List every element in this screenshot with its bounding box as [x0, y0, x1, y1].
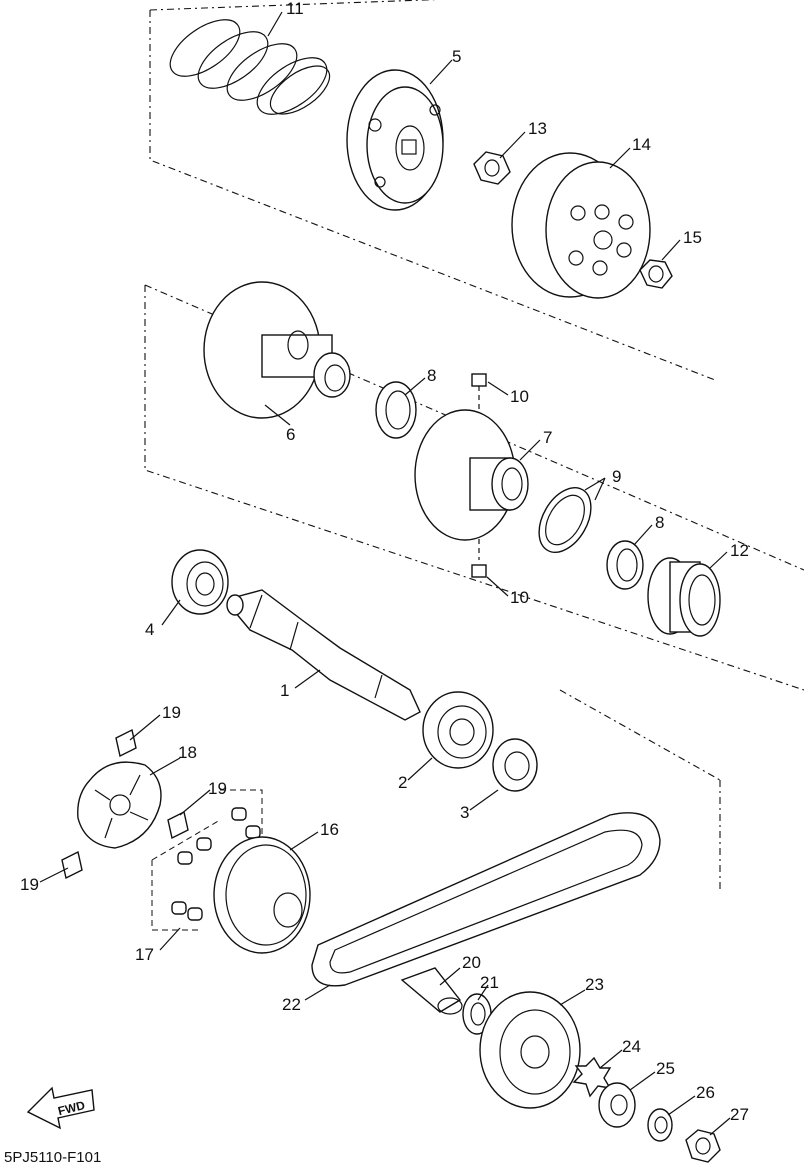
label-part-9: 9 — [612, 467, 621, 486]
label-part-4: 4 — [145, 620, 154, 639]
label-part-27: 27 — [730, 1105, 749, 1124]
slider-part-19-top — [115, 728, 137, 758]
label-part-19-left: 19 — [20, 875, 39, 894]
label-part-15: 15 — [683, 228, 702, 247]
weights-part-17 — [151, 789, 263, 931]
nut-part-27 — [685, 1129, 721, 1163]
label-part-26: 26 — [696, 1083, 715, 1102]
label-part-21: 21 — [480, 973, 499, 992]
cam-part-18 — [77, 761, 162, 849]
fixed-sheave-part-6 — [203, 281, 351, 419]
label-part-19-middle: 19 — [208, 779, 227, 798]
v-belt-part-22 — [311, 812, 661, 987]
collar-part-20 — [400, 967, 463, 1015]
label-part-1: 1 — [280, 681, 289, 700]
label-part-5: 5 — [452, 47, 461, 66]
nut-part-13 — [473, 151, 511, 185]
primary-sheave-part-16 — [213, 836, 311, 954]
fwd-label: FWD — [56, 1098, 86, 1118]
label-part-14: 14 — [632, 135, 651, 154]
label-part-2: 2 — [398, 773, 407, 792]
label-part-24: 24 — [622, 1037, 641, 1056]
label-part-22: 22 — [282, 995, 301, 1014]
guide-part-12 — [647, 557, 721, 637]
spring-part-11 — [169, 19, 331, 115]
collar-part-8-lower — [606, 540, 644, 590]
label-part-8-lower: 8 — [655, 513, 664, 532]
diagram-code: 5PJ5110-F101 — [4, 1149, 101, 1166]
label-part-25: 25 — [656, 1059, 675, 1078]
secondary-sheave-part-23 — [479, 991, 581, 1109]
frame-belt-group — [559, 689, 721, 890]
label-part-13: 13 — [528, 119, 547, 138]
collar-part-8-upper — [375, 381, 417, 439]
label-part-12: 12 — [730, 541, 749, 560]
label-part-10-lower: 10 — [510, 588, 529, 607]
seal-part-9 — [538, 487, 592, 553]
label-part-11: 11 — [286, 0, 304, 18]
bearing-part-2 — [422, 691, 494, 769]
slider-part-19-middle — [167, 810, 189, 840]
clutch-housing-part-14 — [511, 152, 651, 299]
nut-part-15 — [639, 259, 673, 289]
part-labels: 11 5 13 14 15 6 8 10 7 9 8 12 10 4 1 19 … — [20, 0, 749, 1124]
label-part-10-upper: 10 — [510, 387, 529, 406]
leader-lines — [39, 11, 731, 1136]
oneway-clutch-part-25 — [598, 1082, 636, 1128]
sliding-sheave-part-7 — [414, 409, 529, 541]
slider-part-19-left — [61, 850, 83, 880]
label-part-8-upper: 8 — [427, 366, 436, 385]
label-part-20: 20 — [462, 953, 481, 972]
clutch-carrier-part-5 — [346, 69, 444, 211]
label-part-3: 3 — [460, 803, 469, 822]
label-part-6: 6 — [286, 425, 295, 444]
label-part-19-top: 19 — [162, 703, 181, 722]
label-part-17: 17 — [135, 945, 154, 964]
washer-part-26 — [647, 1108, 673, 1142]
pin-part-10-lower — [471, 564, 487, 578]
label-part-16: 16 — [320, 820, 339, 839]
oil-seal-part-3 — [492, 738, 538, 792]
label-part-18: 18 — [178, 743, 197, 762]
label-part-7: 7 — [543, 428, 552, 447]
primary-shaft-part-1 — [226, 589, 421, 721]
label-part-23: 23 — [585, 975, 604, 994]
bearing-part-4 — [171, 549, 229, 615]
frame-clutch-group — [149, 0, 716, 381]
fwd-arrow-icon: FWD — [26, 1086, 95, 1130]
